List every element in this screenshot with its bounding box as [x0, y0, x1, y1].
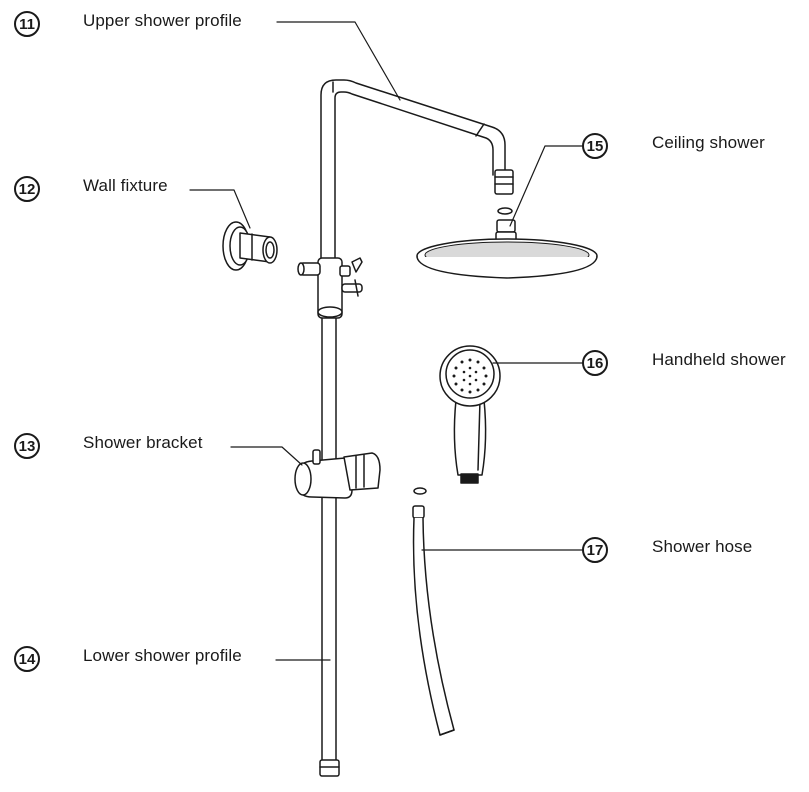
callout-badge-14: 14	[14, 646, 40, 672]
wall-fixture-part	[222, 221, 278, 271]
handheld-shower-part	[439, 345, 501, 484]
part-label-upper-shower-profile: Upper shower profile	[83, 11, 242, 30]
part-label-lower-shower-profile: Lower shower profile	[83, 646, 242, 665]
part-label-shower-hose: Shower hose	[652, 537, 753, 556]
ceiling-shower-part	[416, 207, 598, 279]
callout-badge-11: 11	[14, 11, 40, 37]
diverter-part	[297, 257, 363, 319]
part-label-ceiling-shower: Ceiling shower	[652, 133, 765, 152]
part-label-handheld-shower: Handheld shower	[652, 350, 786, 369]
shower-bracket-part	[294, 449, 381, 499]
callout-badge-17: 17	[582, 537, 608, 563]
leader-lines	[189, 21, 583, 661]
callout-badge-13: 13	[14, 433, 40, 459]
part-label-wall-fixture: Wall fixture	[83, 176, 168, 195]
upper-shower-profile-part	[320, 79, 514, 311]
leader-line-11	[276, 21, 401, 101]
leader-line-15	[509, 145, 583, 227]
shower-hose-part	[412, 487, 455, 736]
part-label-shower-bracket: Shower bracket	[83, 433, 203, 452]
leader-line-12	[189, 189, 251, 229]
callout-badge-16: 16	[582, 350, 608, 376]
leader-line-13	[230, 446, 303, 466]
spray-nozzles	[452, 358, 488, 394]
lower-shower-profile-part	[319, 309, 340, 777]
callout-badge-15: 15	[582, 133, 608, 159]
callout-badge-12: 12	[14, 176, 40, 202]
